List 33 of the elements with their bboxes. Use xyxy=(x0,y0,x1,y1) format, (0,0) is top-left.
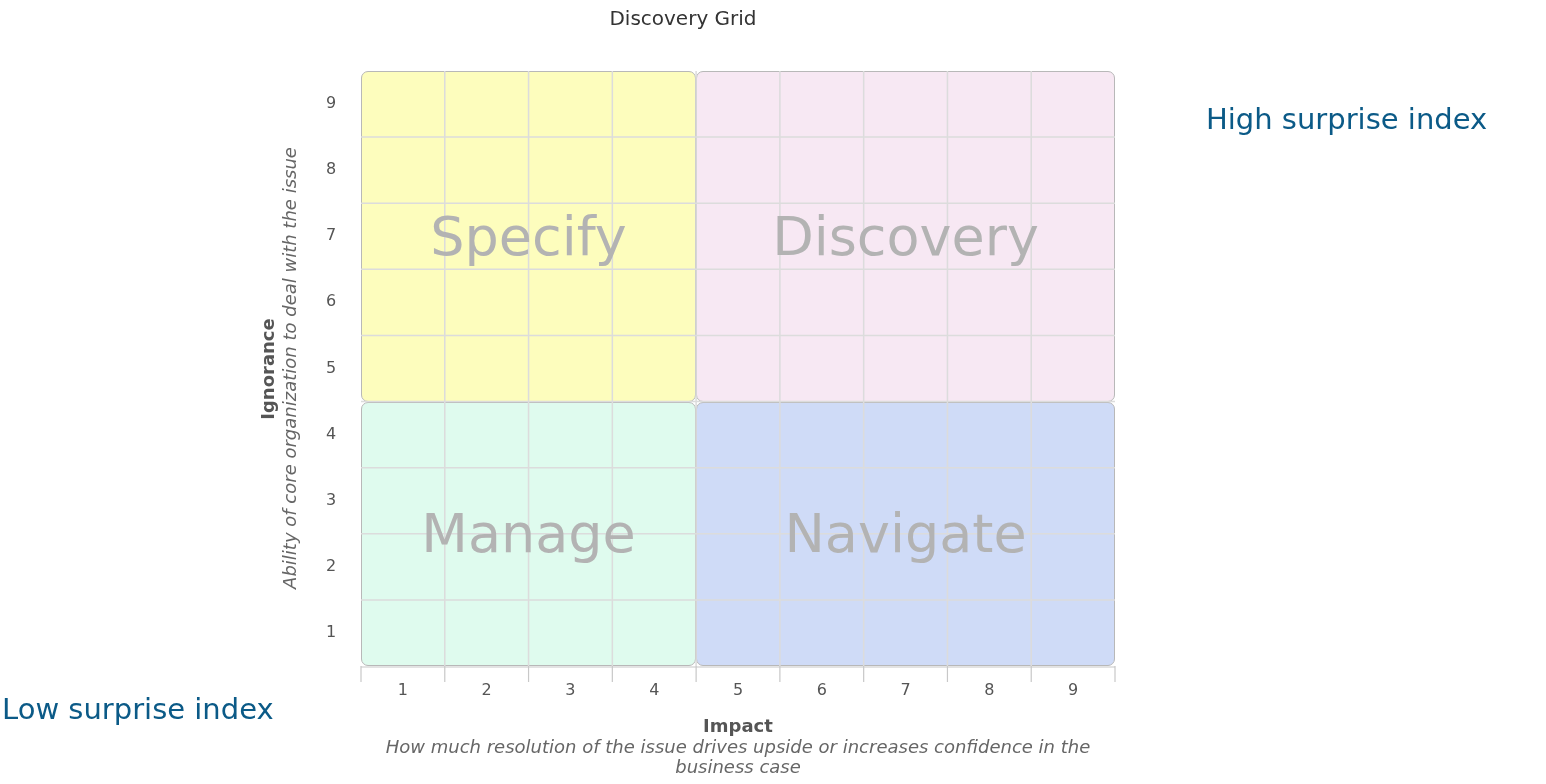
x-tick-label: 8 xyxy=(983,680,996,699)
x-tick-label: 4 xyxy=(648,680,661,699)
y-tick-label: 9 xyxy=(324,93,338,113)
quadrant-label: Specify xyxy=(430,204,627,268)
x-tick-label: 3 xyxy=(564,680,577,699)
y-tick-label: 5 xyxy=(324,357,338,377)
quadrant-box xyxy=(696,71,1115,402)
y-tick-label: 4 xyxy=(324,423,338,443)
surprise-label: High surprise index xyxy=(1206,102,1488,136)
y-tick-label: 2 xyxy=(324,555,338,575)
quadrant-label: Manage xyxy=(421,502,636,566)
x-axis-title: Impact xyxy=(702,715,774,737)
x-tick-label: 9 xyxy=(1067,680,1080,699)
surprise-label: Low surprise index xyxy=(2,692,274,726)
y-tick-label: 8 xyxy=(324,159,338,179)
x-tick-label: 1 xyxy=(396,680,409,699)
y-axis-title: Ignorance xyxy=(257,317,279,422)
x-tick-label: 5 xyxy=(731,680,745,699)
y-tick-label: 3 xyxy=(324,489,338,509)
x-tick-label: 6 xyxy=(815,680,828,699)
x-tick-label: 2 xyxy=(480,680,493,699)
quadrant-label: Discovery xyxy=(772,204,1039,268)
y-tick-label: 7 xyxy=(324,225,338,245)
y-axis-subtitle: Ability of core organization to deal with the issue xyxy=(279,146,301,592)
quadrant-box xyxy=(361,71,697,402)
quadrant-label: Navigate xyxy=(784,502,1027,566)
x-axis-subtitle: How much resolution of the issue drives upside or increases confidence in the business case xyxy=(384,737,1092,777)
quadrant-box xyxy=(696,401,1115,666)
x-tick-label: 7 xyxy=(899,680,912,699)
chart-title: Discovery Grid xyxy=(608,6,758,30)
quadrant-box xyxy=(361,401,697,666)
y-tick-label: 1 xyxy=(324,621,338,641)
y-tick-label: 6 xyxy=(324,291,338,311)
